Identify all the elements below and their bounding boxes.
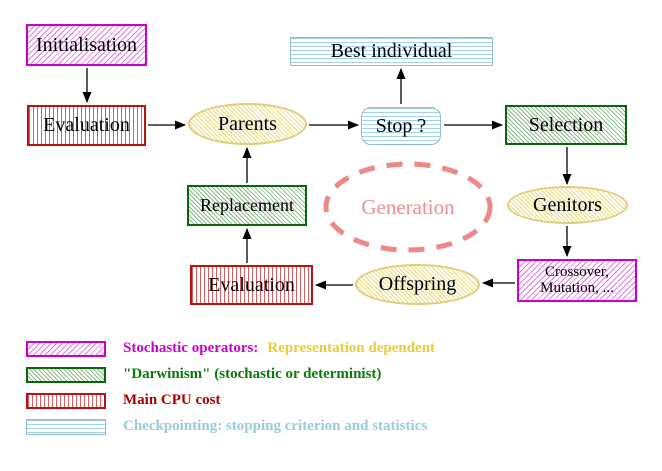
node-evaluation-top: Evaluation (27, 105, 146, 146)
legend-row-darwinism: "Darwinism" (stochastic or determinist) (26, 366, 435, 383)
node-genitors: Genitors (507, 186, 628, 224)
generation-label: Generation (361, 195, 455, 219)
legend-row-stochastic-operators: Stochastic operators: Representation dep… (26, 340, 435, 357)
node-offspring: Offspring (355, 264, 480, 305)
node-evaluation-top-label: Evaluation (43, 114, 130, 136)
node-evaluation-bottom-label: Evaluation (208, 273, 295, 296)
legend-row-checkpointing: Checkpointing: stopping criterion and st… (26, 418, 435, 435)
node-evaluation-bottom: Evaluation (190, 265, 313, 305)
node-genitors-label: Genitors (533, 193, 602, 216)
legend-swatch-darwinism (26, 366, 106, 383)
legend-label-checkpointing: Checkpointing: stopping criterion and st… (123, 418, 428, 434)
legend-swatch-checkpointing (26, 418, 106, 435)
node-selection-label: Selection (528, 113, 604, 136)
legend-label-cpu-cost: Main CPU cost (123, 392, 221, 408)
node-crossover-line2: Mutation, ... (540, 279, 614, 296)
legend-label-darwinism: "Darwinism" (stochastic or determinist) (123, 366, 382, 382)
node-selection: Selection (505, 105, 627, 145)
node-best-individual: Best individual (290, 37, 493, 66)
node-crossover-mutation: Crossover, Mutation, ... (517, 259, 637, 302)
node-stop-label: Stop ? (375, 114, 427, 137)
node-crossover-line1: Crossover, (545, 263, 609, 280)
legend-swatch-stochastic-operators (26, 340, 106, 357)
node-replacement: Replacement (187, 185, 307, 226)
legend-label-representation-dependent: Representation dependent (267, 340, 436, 356)
legend-swatch-cpu-cost (26, 392, 106, 409)
node-replacement-label: Replacement (200, 195, 294, 216)
legend-row-cpu-cost: Main CPU cost (26, 392, 435, 409)
node-stop: Stop ? (361, 107, 441, 145)
node-best-individual-label: Best individual (330, 40, 453, 62)
node-initialisation-label: Initialisation (35, 33, 138, 56)
generation-loop-ellipse (323, 161, 493, 253)
node-initialisation: Initialisation (26, 24, 147, 66)
legend-label-stochastic-operators: Stochastic operators: (123, 340, 259, 356)
node-offspring-label: Offspring (378, 273, 457, 295)
node-parents: Parents (188, 103, 307, 145)
legend: Stochastic operators: Representation dep… (26, 340, 435, 444)
node-parents-label: Parents (218, 112, 277, 135)
